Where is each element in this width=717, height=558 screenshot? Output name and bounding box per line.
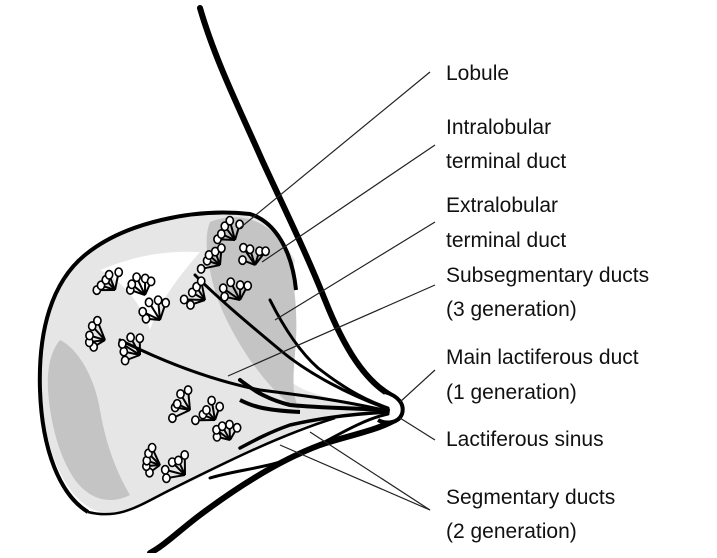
acinus xyxy=(198,277,205,285)
acinus xyxy=(185,386,192,394)
acinus xyxy=(155,296,162,304)
acinus xyxy=(163,474,170,482)
acinus xyxy=(236,220,243,228)
acinus xyxy=(227,278,234,286)
label-subsegmentary-line2: (3 generation) xyxy=(446,297,577,323)
label-intralobular-line1: Intralobular xyxy=(446,115,551,141)
label-lobule: Lobule xyxy=(446,61,509,87)
acinus xyxy=(244,282,251,290)
acinus xyxy=(127,333,134,341)
acinus xyxy=(136,334,143,342)
label-subsegmentary-line1: Subsegmentary ducts xyxy=(446,263,649,289)
acinus xyxy=(262,247,269,255)
label-segmentary-line1: Segmentary ducts xyxy=(446,485,615,511)
acinus xyxy=(115,268,122,276)
leader-sinus xyxy=(400,418,435,440)
acinus xyxy=(149,444,156,452)
label-main-duct-line2: (1 generation) xyxy=(446,380,577,406)
acinus xyxy=(226,420,233,428)
leader-lobule xyxy=(240,72,430,228)
acinus xyxy=(177,390,184,398)
acinus xyxy=(208,396,215,404)
acinus xyxy=(162,466,169,474)
acinus xyxy=(181,295,188,303)
label-extralobular-line2: terminal duct xyxy=(446,228,566,254)
acinus xyxy=(169,414,176,422)
acinus xyxy=(181,451,188,459)
acinus xyxy=(234,424,241,432)
acinus xyxy=(192,416,199,424)
acinus xyxy=(198,265,205,273)
label-intralobular-line2: terminal duct xyxy=(446,149,566,175)
acinus xyxy=(220,284,227,292)
acinus xyxy=(119,340,126,348)
acinus xyxy=(218,244,225,252)
duct-branch xyxy=(220,251,221,265)
acinus xyxy=(145,298,152,306)
acinus xyxy=(106,271,113,279)
acinus xyxy=(86,331,93,339)
label-main-duct-line1: Main lactiferous duct xyxy=(446,345,639,371)
acinus xyxy=(133,273,140,281)
acinus xyxy=(174,400,181,408)
acinus xyxy=(239,256,246,264)
leader-segmentary-b xyxy=(280,445,430,510)
label-extralobular-line1: Extralobular xyxy=(446,193,558,219)
acinus xyxy=(226,217,233,225)
acinus xyxy=(221,293,228,301)
acinus xyxy=(162,299,169,307)
acinus xyxy=(246,245,253,253)
acinus xyxy=(148,277,155,285)
acinus xyxy=(216,402,223,410)
acinus xyxy=(203,406,210,414)
acinus xyxy=(237,281,244,289)
acinus xyxy=(139,308,146,316)
leader-segmentary-a xyxy=(310,432,430,510)
leader-intralobular xyxy=(262,145,435,262)
acinus xyxy=(122,356,129,364)
acinus xyxy=(219,422,226,430)
label-segmentary-line2: (2 generation) xyxy=(446,519,577,545)
acinus xyxy=(94,317,101,325)
leader-main-duct xyxy=(400,370,435,402)
acinus xyxy=(187,301,194,309)
label-sinus: Lactiferous sinus xyxy=(446,427,604,453)
